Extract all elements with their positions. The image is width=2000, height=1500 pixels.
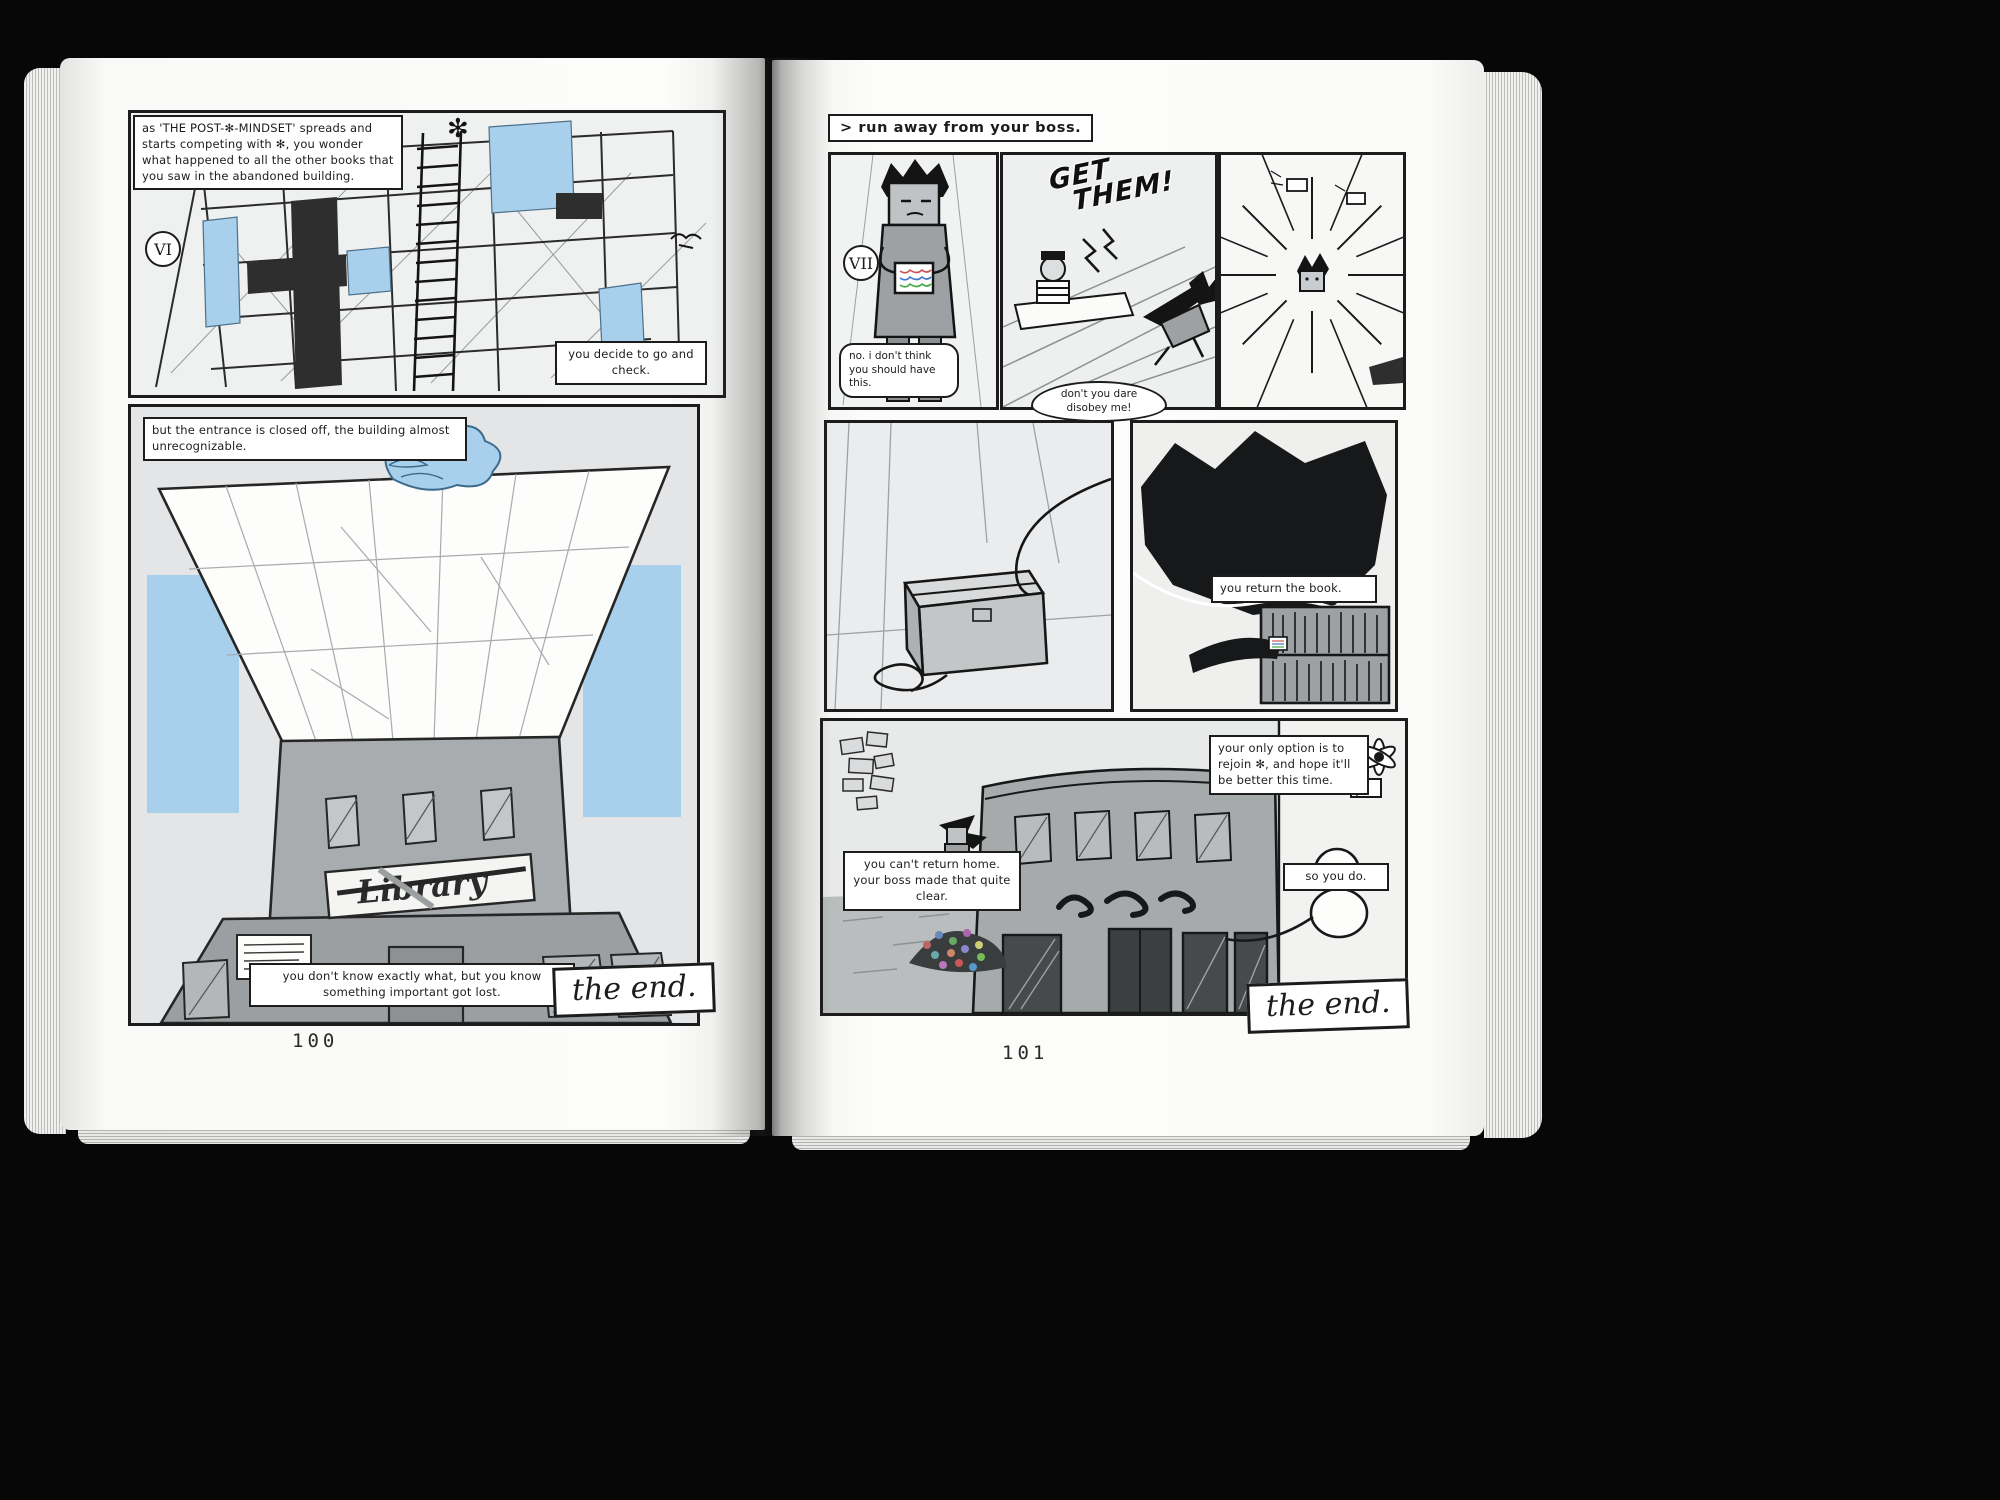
flying-character-head bbox=[1297, 253, 1329, 292]
flower-doodle bbox=[1362, 738, 1396, 776]
narration-caption: so you do. bbox=[1283, 863, 1389, 891]
shop-building bbox=[971, 767, 1281, 1013]
graffiti-tag bbox=[1056, 890, 1196, 918]
bird-icon bbox=[670, 233, 702, 249]
narration-caption: as 'THE POST-✻-MINDSET' spreads and star… bbox=[133, 115, 403, 191]
flying-books bbox=[1286, 178, 1366, 205]
panel-building-facade: ✻ as 'THE POST-✻-MINDSET' spreads and st… bbox=[128, 110, 726, 398]
panel-box bbox=[824, 420, 1114, 712]
the-end-box: the end. bbox=[551, 962, 716, 1018]
character-head bbox=[887, 181, 941, 227]
narration-caption: your only option is to rejoin ✻, and hop… bbox=[1209, 735, 1369, 795]
narration-caption: you don't know exactly what, but you kno… bbox=[249, 963, 575, 1007]
command-caption: > run away from your boss. bbox=[828, 114, 1094, 142]
panel-street-ending: your only option is to rejoin ✻, and hop… bbox=[820, 718, 1410, 1034]
page-number-right: 101 bbox=[1002, 1042, 1049, 1064]
colorful-mosaic-pile bbox=[909, 929, 1007, 973]
lightning-bolts bbox=[1082, 228, 1118, 273]
chapter-marker: VII bbox=[843, 245, 879, 281]
cable bbox=[873, 477, 1111, 693]
colorful-book bbox=[893, 261, 935, 295]
page-stack-right bbox=[1484, 72, 1542, 1138]
narration-caption: you can't return home. your boss made th… bbox=[843, 851, 1021, 911]
right-page: > run away from your boss. VII no. i don… bbox=[772, 60, 1484, 1136]
return-drawing bbox=[1133, 431, 1391, 705]
dark-panels bbox=[247, 193, 602, 389]
speech-bubble: no. i don't think you should have this. bbox=[839, 343, 959, 398]
panel-boss-yell: GET THEM! don't you dare disobey me! bbox=[1000, 152, 1218, 423]
library-sign: Library bbox=[324, 852, 536, 920]
panel-escape-burst bbox=[1218, 152, 1406, 410]
boss-figure bbox=[1013, 251, 1135, 331]
narration-caption: you decide to go and check. bbox=[555, 341, 707, 385]
narration-caption: you return the book. bbox=[1211, 575, 1377, 603]
the-end-box: the end. bbox=[1245, 978, 1410, 1034]
bookshelf bbox=[1259, 605, 1391, 705]
page-stack-bottom-left bbox=[78, 1128, 750, 1144]
box-drawing bbox=[827, 423, 1111, 709]
running-character bbox=[1143, 271, 1215, 366]
debris-pile bbox=[839, 731, 895, 811]
left-page: ✻ as 'THE POST-✻-MINDSET' spreads and st… bbox=[60, 58, 765, 1130]
page-stack-left bbox=[24, 68, 66, 1134]
cardboard-box bbox=[902, 569, 1049, 677]
panel-library-tower: Library but the entrance is closed off, … bbox=[128, 404, 716, 1026]
street-drawing bbox=[823, 721, 1405, 1013]
page-stack-bottom-right bbox=[792, 1134, 1470, 1150]
star-symbol: ✻ bbox=[447, 114, 469, 144]
tower-drawing: Library bbox=[131, 407, 697, 1023]
chapter-marker: VI bbox=[145, 231, 181, 267]
burst-drawing bbox=[1221, 155, 1403, 407]
boss-drawing bbox=[1003, 228, 1215, 407]
ladder bbox=[412, 130, 463, 392]
dark-wedge bbox=[1369, 357, 1403, 385]
narration-caption: but the entrance is closed off, the buil… bbox=[143, 417, 467, 461]
page-number-left: 100 bbox=[292, 1030, 339, 1052]
panel-refuse-boss: VII no. i don't think you should have th… bbox=[828, 152, 999, 410]
refuse-drawing bbox=[842, 155, 982, 407]
blue-windows bbox=[202, 120, 645, 350]
dark-jagged-shape bbox=[1141, 431, 1387, 615]
panel-return-book: you return the book. bbox=[1130, 420, 1398, 712]
reaching-arm bbox=[1189, 637, 1281, 673]
speech-bubble: don't you dare disobey me! bbox=[1031, 381, 1167, 423]
small-colorful-book bbox=[1268, 636, 1288, 651]
